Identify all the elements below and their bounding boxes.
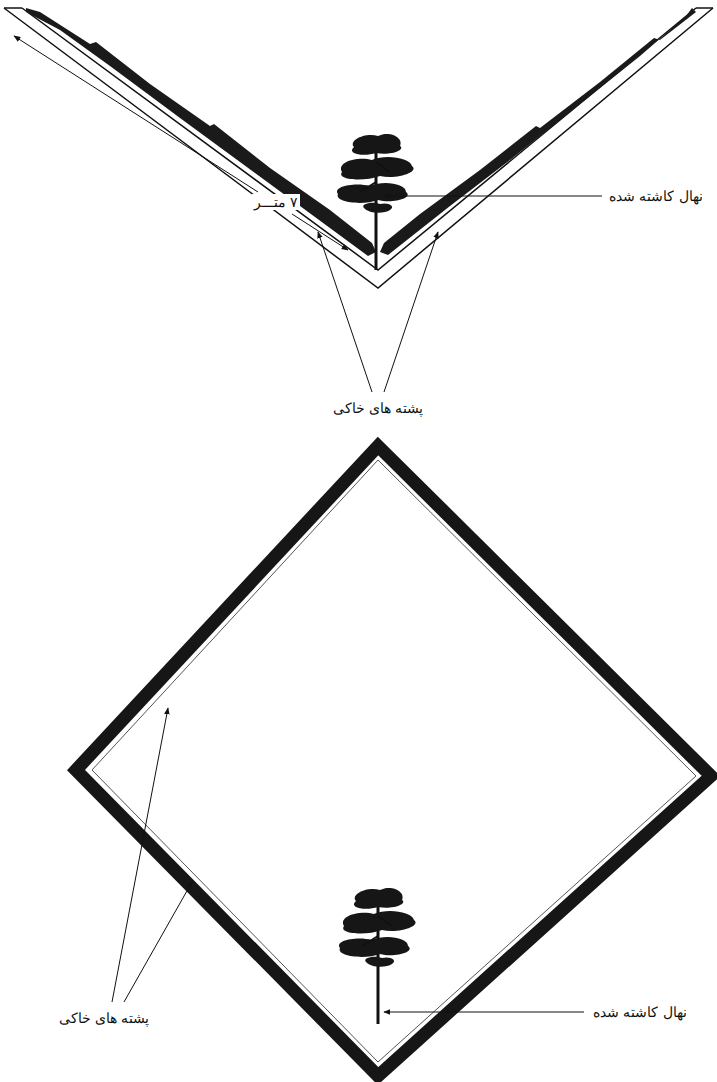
leader-line [318, 232, 372, 392]
v-earth-bank [4, 8, 713, 288]
dimension-line [292, 214, 348, 250]
diamond-earth-bank [76, 446, 711, 1076]
leader-line [384, 1012, 584, 1013]
seedling [339, 888, 416, 1024]
dimension-label: ۷ متـــر [252, 194, 300, 211]
leader-line [112, 708, 168, 1002]
dimension-line [14, 36, 258, 192]
bank-label: پشته های خاکی [57, 1010, 152, 1027]
seedling-label: نهال کاشته شده [607, 188, 705, 205]
bank-label: پشته های خاکی [331, 400, 426, 417]
leader-line [384, 232, 438, 392]
seedling-label: نهال کاشته شده [591, 1004, 689, 1021]
leader-line [124, 882, 192, 1002]
seedling [337, 134, 414, 270]
leader-line [384, 196, 602, 197]
